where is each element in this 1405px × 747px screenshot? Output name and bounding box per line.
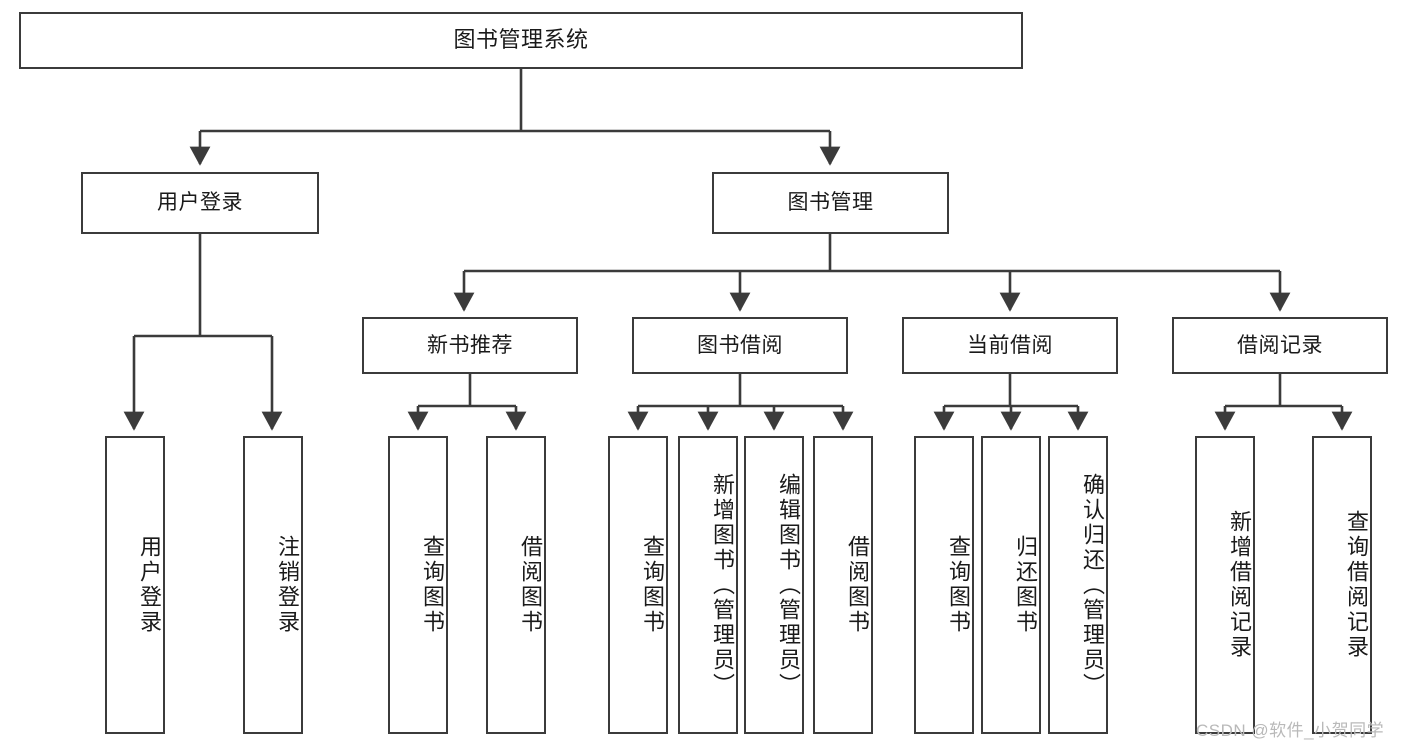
node-current-borrow-label: 当前借阅 [967,333,1053,357]
node-new-book-recommend-label: 新书推荐 [427,333,513,357]
node-user-login-label: 用户登录 [157,191,243,215]
leaf-confirm-return-admin[interactable]: 确认归还（管理员） [1048,436,1108,734]
leaf-query-books-current-label: 查询图书 [946,535,971,635]
leaf-borrow-books-recommend[interactable]: 借阅图书 [486,436,546,734]
leaf-confirm-return-admin-label: 确认归还（管理员） [1080,472,1105,698]
leaf-edit-book-admin-label: 编辑图书（管理员） [776,472,801,698]
leaf-query-books-borrow[interactable]: 查询图书 [608,436,668,734]
node-book-borrow[interactable]: 图书借阅 [632,317,848,374]
leaf-borrow-books-recommend-label: 借阅图书 [518,535,543,635]
leaf-query-books-borrow-label: 查询图书 [640,535,665,635]
node-book-management[interactable]: 图书管理 [712,172,949,234]
leaf-logout-label: 注销登录 [275,535,300,635]
leaf-return-books-label: 归还图书 [1013,535,1038,635]
leaf-borrow-books-label: 借阅图书 [845,535,870,635]
node-new-book-recommend[interactable]: 新书推荐 [362,317,578,374]
node-current-borrow[interactable]: 当前借阅 [902,317,1118,374]
leaf-logout[interactable]: 注销登录 [243,436,303,734]
leaf-user-login[interactable]: 用户登录 [105,436,165,734]
leaf-user-login-label: 用户登录 [137,535,162,635]
leaf-query-books-recommend[interactable]: 查询图书 [388,436,448,734]
csdn-watermark: CSDN @软件_小贺同学 [1196,721,1385,740]
leaf-return-books[interactable]: 归还图书 [981,436,1041,734]
leaf-query-borrow-record-label: 查询借阅记录 [1344,510,1369,660]
node-book-borrow-label: 图书借阅 [697,333,783,357]
node-root[interactable]: 图书管理系统 [19,12,1023,69]
node-borrow-records[interactable]: 借阅记录 [1172,317,1388,374]
leaf-add-borrow-record-label: 新增借阅记录 [1227,510,1252,660]
node-borrow-records-label: 借阅记录 [1237,333,1323,357]
leaf-add-book-admin[interactable]: 新增图书（管理员） [678,436,738,734]
node-book-management-label: 图书管理 [787,191,874,215]
leaf-query-books-recommend-label: 查询图书 [420,535,445,635]
node-root-label: 图书管理系统 [453,27,589,53]
leaf-add-borrow-record[interactable]: 新增借阅记录 [1195,436,1255,734]
leaf-edit-book-admin[interactable]: 编辑图书（管理员） [744,436,804,734]
leaf-add-book-admin-label: 新增图书（管理员） [710,472,735,698]
leaf-query-borrow-record[interactable]: 查询借阅记录 [1312,436,1372,734]
leaf-borrow-books[interactable]: 借阅图书 [813,436,873,734]
leaf-query-books-current[interactable]: 查询图书 [914,436,974,734]
node-user-login[interactable]: 用户登录 [81,172,319,234]
